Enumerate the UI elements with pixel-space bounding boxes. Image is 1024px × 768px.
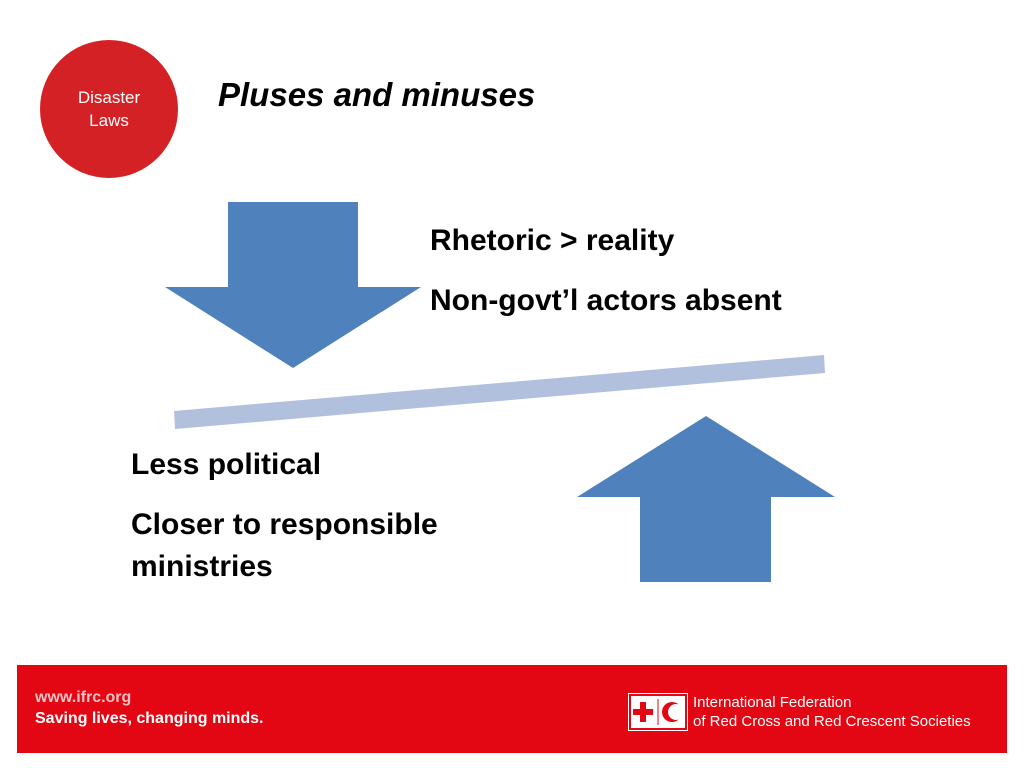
disaster-laws-badge: Disaster Laws bbox=[40, 40, 178, 178]
footer-url-link[interactable]: www.ifrc.org bbox=[35, 689, 132, 706]
up-arrow-icon bbox=[577, 416, 835, 582]
down-arrow-icon bbox=[165, 202, 421, 368]
org-line-1: International Federation bbox=[693, 694, 852, 711]
plus-item: Less political bbox=[131, 448, 322, 481]
organization-name: International Federation of Red Cross an… bbox=[693, 693, 971, 731]
badge-line-2: Laws bbox=[89, 111, 129, 130]
balance-beam bbox=[174, 355, 825, 429]
badge-line-1: Disaster bbox=[77, 88, 141, 107]
footer-bar: www.ifrc.org Saving lives, changing mind… bbox=[17, 665, 1007, 753]
minus-item: Rhetoric > reality bbox=[430, 224, 675, 257]
footer-slogan: Saving lives, changing minds. bbox=[35, 710, 264, 727]
red-cross-red-crescent-logo-icon bbox=[628, 693, 688, 731]
pluses-list: Less political Closer to responsible min… bbox=[131, 444, 551, 588]
org-line-2: of Red Cross and Red Crescent Societies bbox=[693, 713, 971, 730]
slide-title: Pluses and minuses bbox=[218, 76, 536, 113]
footer-tagline: www.ifrc.org Saving lives, changing mind… bbox=[35, 687, 264, 729]
balance-diagram bbox=[165, 202, 835, 582]
plus-item: Closer to responsible ministries bbox=[131, 508, 438, 583]
minuses-list: Rhetoric > reality Non-govt’l actors abs… bbox=[430, 220, 782, 322]
minus-item: Non-govt’l actors absent bbox=[430, 284, 782, 317]
